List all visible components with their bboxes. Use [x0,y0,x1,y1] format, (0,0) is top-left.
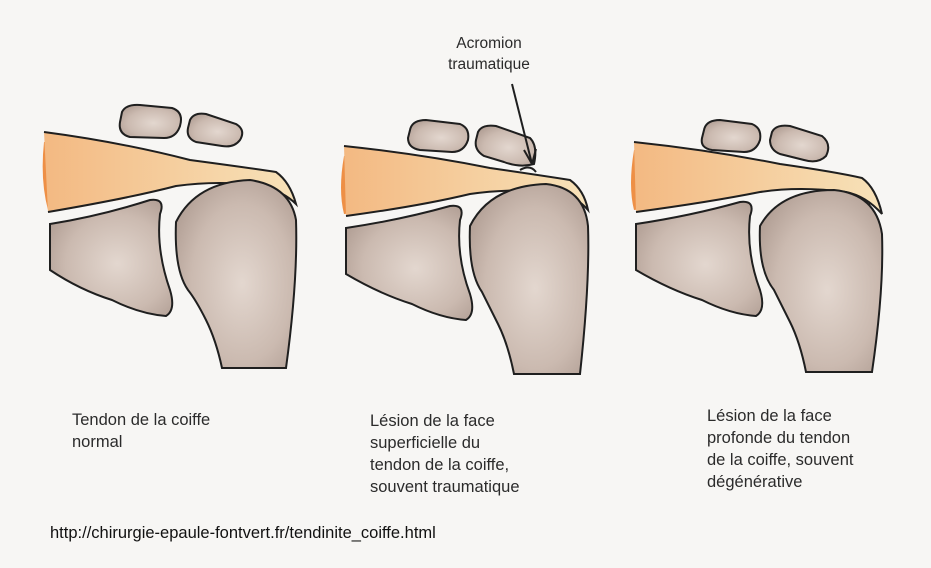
clavicle-bone [770,126,828,162]
source-url: http://chirurgie-epaule-fontvert.fr/tend… [50,524,436,543]
superficial-tear-mark [520,167,536,172]
humeral-head-bone [176,180,297,368]
clavicle-bone [188,114,243,147]
caption-deep-lesion: Lésion de la face profonde du tendon de … [707,405,927,493]
acromion-bone [702,120,761,152]
scapula-bone [346,206,472,320]
caption-normal: Tendon de la coiffe normal [72,409,282,453]
panel-superficial-lesion [341,84,588,374]
caption-superficial-lesion: Lésion de la face superficielle du tendo… [370,410,600,498]
humeral-head-bone [470,184,589,374]
acromion-annotation-label: Acromion traumatique [414,33,564,75]
acromion-bone [408,120,468,152]
scapula-bone [636,202,762,316]
acromion-bone [120,105,181,138]
scapula-bone [50,200,172,316]
panel-deep-lesion [631,120,882,372]
panel-normal [43,105,297,368]
humeral-head-bone [760,190,883,372]
